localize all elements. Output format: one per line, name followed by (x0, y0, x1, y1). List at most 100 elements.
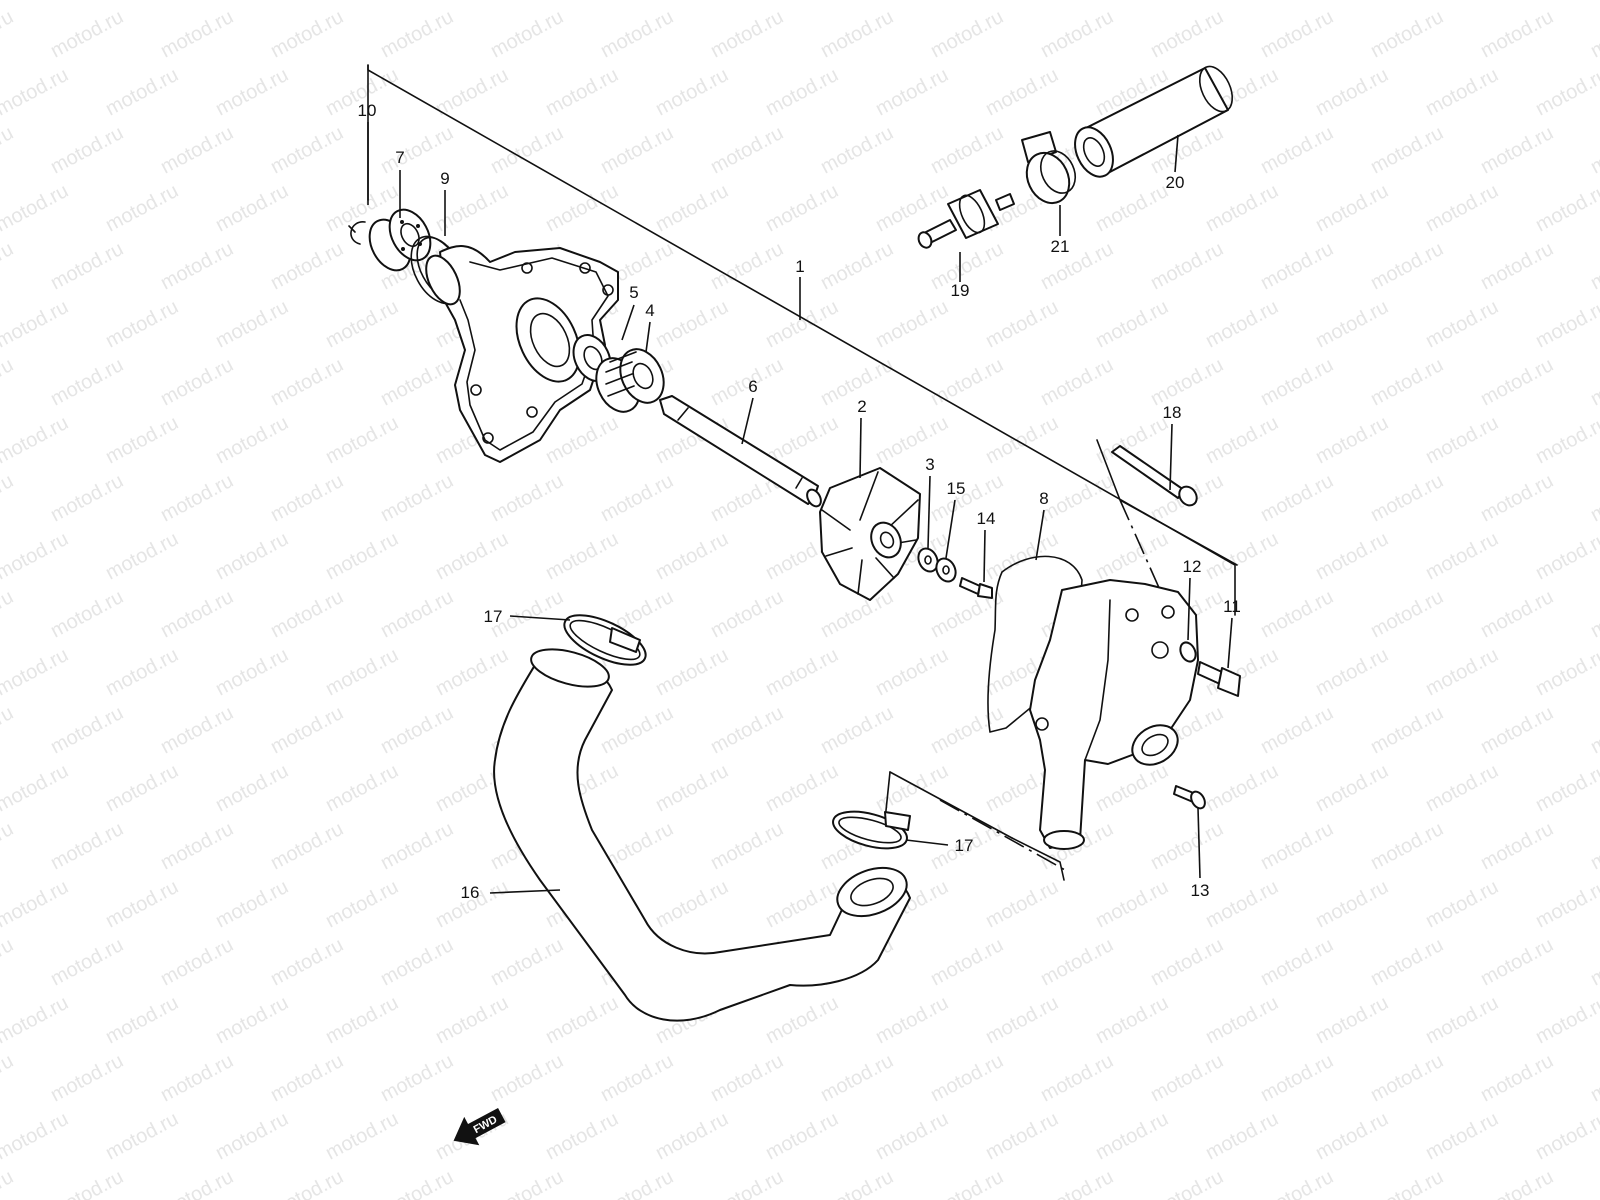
watermark-text: motod.ru (762, 180, 842, 236)
watermark-text: motod.ru (1422, 644, 1502, 700)
watermark-text: motod.ru (487, 6, 567, 62)
watermark-text: motod.ru (982, 992, 1062, 1048)
watermark-text: motod.ru (377, 1166, 457, 1200)
watermark-text: motod.ru (47, 470, 127, 526)
watermark-text: motod.ru (322, 0, 402, 4)
watermark-text: motod.ru (157, 1050, 237, 1106)
watermark-text: motod.ru (542, 1108, 622, 1164)
watermark-text: motod.ru (267, 934, 347, 990)
watermark-text: motod.ru (652, 0, 732, 4)
watermark-text: motod.ru (872, 760, 952, 816)
watermark-text: motod.ru (652, 528, 732, 584)
watermark-text: motod.ru (652, 64, 732, 120)
watermark-text: motod.ru (377, 1050, 457, 1106)
watermark-text: motod.ru (872, 992, 952, 1048)
bearing-part (368, 208, 432, 272)
watermark-text: motod.ru (872, 1108, 952, 1164)
watermark-text: motod.ru (1037, 470, 1117, 526)
watermark-text: motod.ru (1147, 1050, 1227, 1106)
hose-clamp-upper-part (563, 614, 647, 666)
watermark-text: motod.ru (0, 6, 17, 62)
watermark-text: motod.ru (652, 876, 732, 932)
watermark-text: motod.ru (47, 122, 127, 178)
watermark-text: motod.ru (0, 470, 17, 526)
watermark-text: motod.ru (817, 122, 897, 178)
watermark-text: motod.ru (157, 354, 237, 410)
leader-lines (367, 122, 1233, 894)
watermark-text: motod.ru (157, 702, 237, 758)
callout-5: 5 (629, 283, 638, 302)
watermark-text: motod.ru (1257, 238, 1337, 294)
callout-6: 6 (748, 377, 757, 396)
watermark-text: motod.ru (0, 528, 72, 584)
watermark-text: motod.ru (1422, 180, 1502, 236)
watermark-text: motod.ru (47, 238, 127, 294)
callout-15: 15 (947, 479, 966, 498)
watermark-text: motod.ru (817, 6, 897, 62)
watermark-text: motod.ru (597, 6, 677, 62)
watermark-text: motod.ru (157, 6, 237, 62)
watermark-text: motod.ru (47, 1050, 127, 1106)
watermark-text: motod.ru (0, 180, 72, 236)
watermark-text: motod.ru (1147, 934, 1227, 990)
watermark-text: motod.ru (1367, 238, 1447, 294)
coolant-pipe-part (1074, 65, 1234, 178)
watermark-text: motod.ru (597, 470, 677, 526)
watermark-text: motod.ru (1202, 412, 1282, 468)
watermark-text: motod.ru (927, 934, 1007, 990)
watermark-text: motod.ru (0, 1050, 17, 1106)
watermark-text: motod.ru (1587, 470, 1600, 526)
watermark-text: motod.ru (982, 876, 1062, 932)
watermark-text: motod.ru (1202, 0, 1282, 4)
watermark-text: motod.ru (1312, 876, 1392, 932)
callout-18: 18 (1163, 403, 1182, 422)
watermark-text: motod.ru (212, 644, 292, 700)
washer-part (917, 547, 939, 573)
watermark-text: motod.ru (1587, 818, 1600, 874)
coolant-hose-part (493, 648, 911, 1022)
watermark-text: motod.ru (652, 180, 732, 236)
watermark-text: motod.ru (47, 702, 127, 758)
watermark-text: motod.ru (432, 64, 512, 120)
watermark-text: motod.ru (487, 470, 567, 526)
watermark-text: motod.ru (652, 1108, 732, 1164)
watermark-text: motod.ru (1257, 702, 1337, 758)
watermark-text: motod.ru (1367, 702, 1447, 758)
watermark-text: motod.ru (0, 992, 72, 1048)
watermark-text: motod.ru (707, 6, 787, 62)
watermark-text: motod.ru (1477, 818, 1557, 874)
watermark-text: motod.ru (982, 64, 1062, 120)
watermark-text: motod.ru (267, 122, 347, 178)
watermark-text: motod.ru (1202, 180, 1282, 236)
watermark-text: motod.ru (1477, 354, 1557, 410)
watermark-text: motod.ru (1037, 354, 1117, 410)
callout-8: 8 (1039, 489, 1048, 508)
callout-2: 2 (857, 397, 866, 416)
watermark-text: motod.ru (267, 818, 347, 874)
watermark-text: motod.ru (1532, 760, 1600, 816)
watermark-text: motod.ru (652, 644, 732, 700)
watermark-text: motod.ru (377, 934, 457, 990)
pump-cover-part (1029, 579, 1199, 850)
watermark-text: motod.ru (47, 354, 127, 410)
watermark-text: motod.ru (1092, 180, 1172, 236)
watermark-text: motod.ru (157, 1166, 237, 1200)
watermark-text: motod.ru (1257, 934, 1337, 990)
watermark-text: motod.ru (212, 1108, 292, 1164)
watermark-text: motod.ru (1092, 992, 1172, 1048)
watermark-text: motod.ru (0, 818, 17, 874)
watermark-text: motod.ru (1587, 1050, 1600, 1106)
watermark-text: motod.ru (1092, 1108, 1172, 1164)
watermark-text: motod.ru (102, 412, 182, 468)
watermark-text: motod.ru (487, 1050, 567, 1106)
cover-bolt-part (1197, 661, 1241, 697)
watermark-text: motod.ru (1477, 238, 1557, 294)
watermark-text: motod.ru (1257, 818, 1337, 874)
watermark-text: motod.ru (0, 644, 72, 700)
watermark-text: motod.ru (707, 1050, 787, 1106)
watermark-text: motod.ru (212, 412, 292, 468)
watermark-text: motod.ru (817, 702, 897, 758)
watermark-text: motod.ru (1367, 934, 1447, 990)
